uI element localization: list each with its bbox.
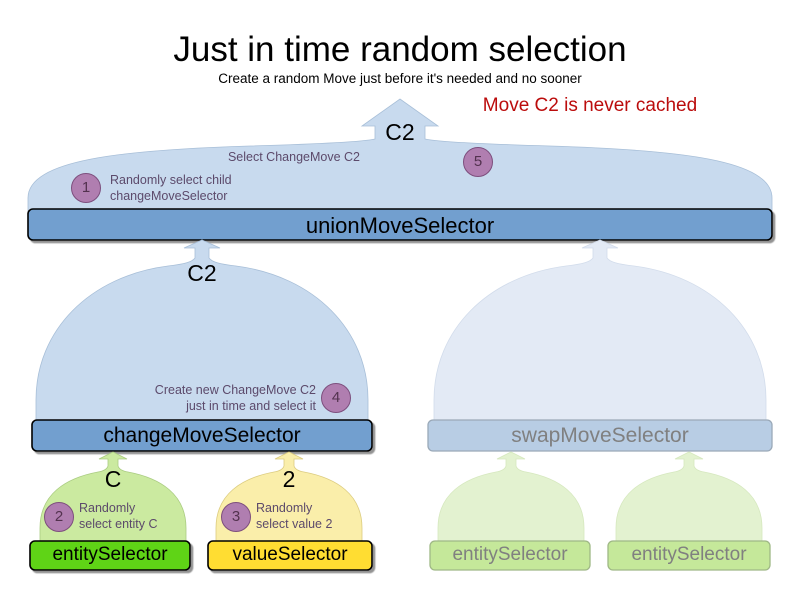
entity-selector-c-label: entitySelector <box>52 544 168 565</box>
annotation-2-number: 2 <box>44 502 74 532</box>
annotation-1-line2: changeMoveSelector <box>110 189 228 203</box>
annotation-4-line1: Create new ChangeMove C2 <box>154 383 316 397</box>
value-selector-2-move-label: 2 <box>282 466 296 492</box>
page-title: Just in time random selection <box>173 30 627 69</box>
change-move-selector-label: changeMoveSelector <box>103 424 301 447</box>
swap-entity-selector-1-label: entitySelector <box>452 544 568 565</box>
swap-move-selector-label: swapMoveSelector <box>511 424 689 447</box>
annotation-3-line1: Randomly <box>256 501 313 515</box>
annotation-3-line2: select value 2 <box>256 517 333 531</box>
annotation-5-number: 5 <box>463 147 493 177</box>
annotation-1-line1: Randomly select child <box>110 173 232 187</box>
annotation-5-text: Select ChangeMove C2 <box>227 150 360 164</box>
warning-note: Move C2 is never cached <box>482 95 698 116</box>
change-move-label: C2 <box>187 260 217 286</box>
annotation-4-line2: just in time and select it <box>186 399 316 413</box>
union-move-selector-label: unionMoveSelector <box>305 213 495 238</box>
union-move-label: C2 <box>385 119 415 145</box>
annotation-3-number: 3 <box>221 502 251 532</box>
swap-entity-bubble-1 <box>437 451 585 547</box>
annotation-4-number: 4 <box>321 383 351 413</box>
swap-entity-selector-2-label: entitySelector <box>631 544 747 565</box>
entity-selector-c-move-label: C <box>104 466 122 492</box>
swap-entity-bubble-2 <box>615 451 763 547</box>
annotation-1-number: 1 <box>71 173 101 203</box>
annotation-2-line1: Randomly <box>79 501 136 515</box>
annotation-2-line2: select entity C <box>79 517 158 531</box>
value-selector-2-label: valueSelector <box>232 544 348 565</box>
swap-bubble <box>433 239 767 425</box>
page-subtitle: Create a random Move just before it's ne… <box>218 71 582 86</box>
